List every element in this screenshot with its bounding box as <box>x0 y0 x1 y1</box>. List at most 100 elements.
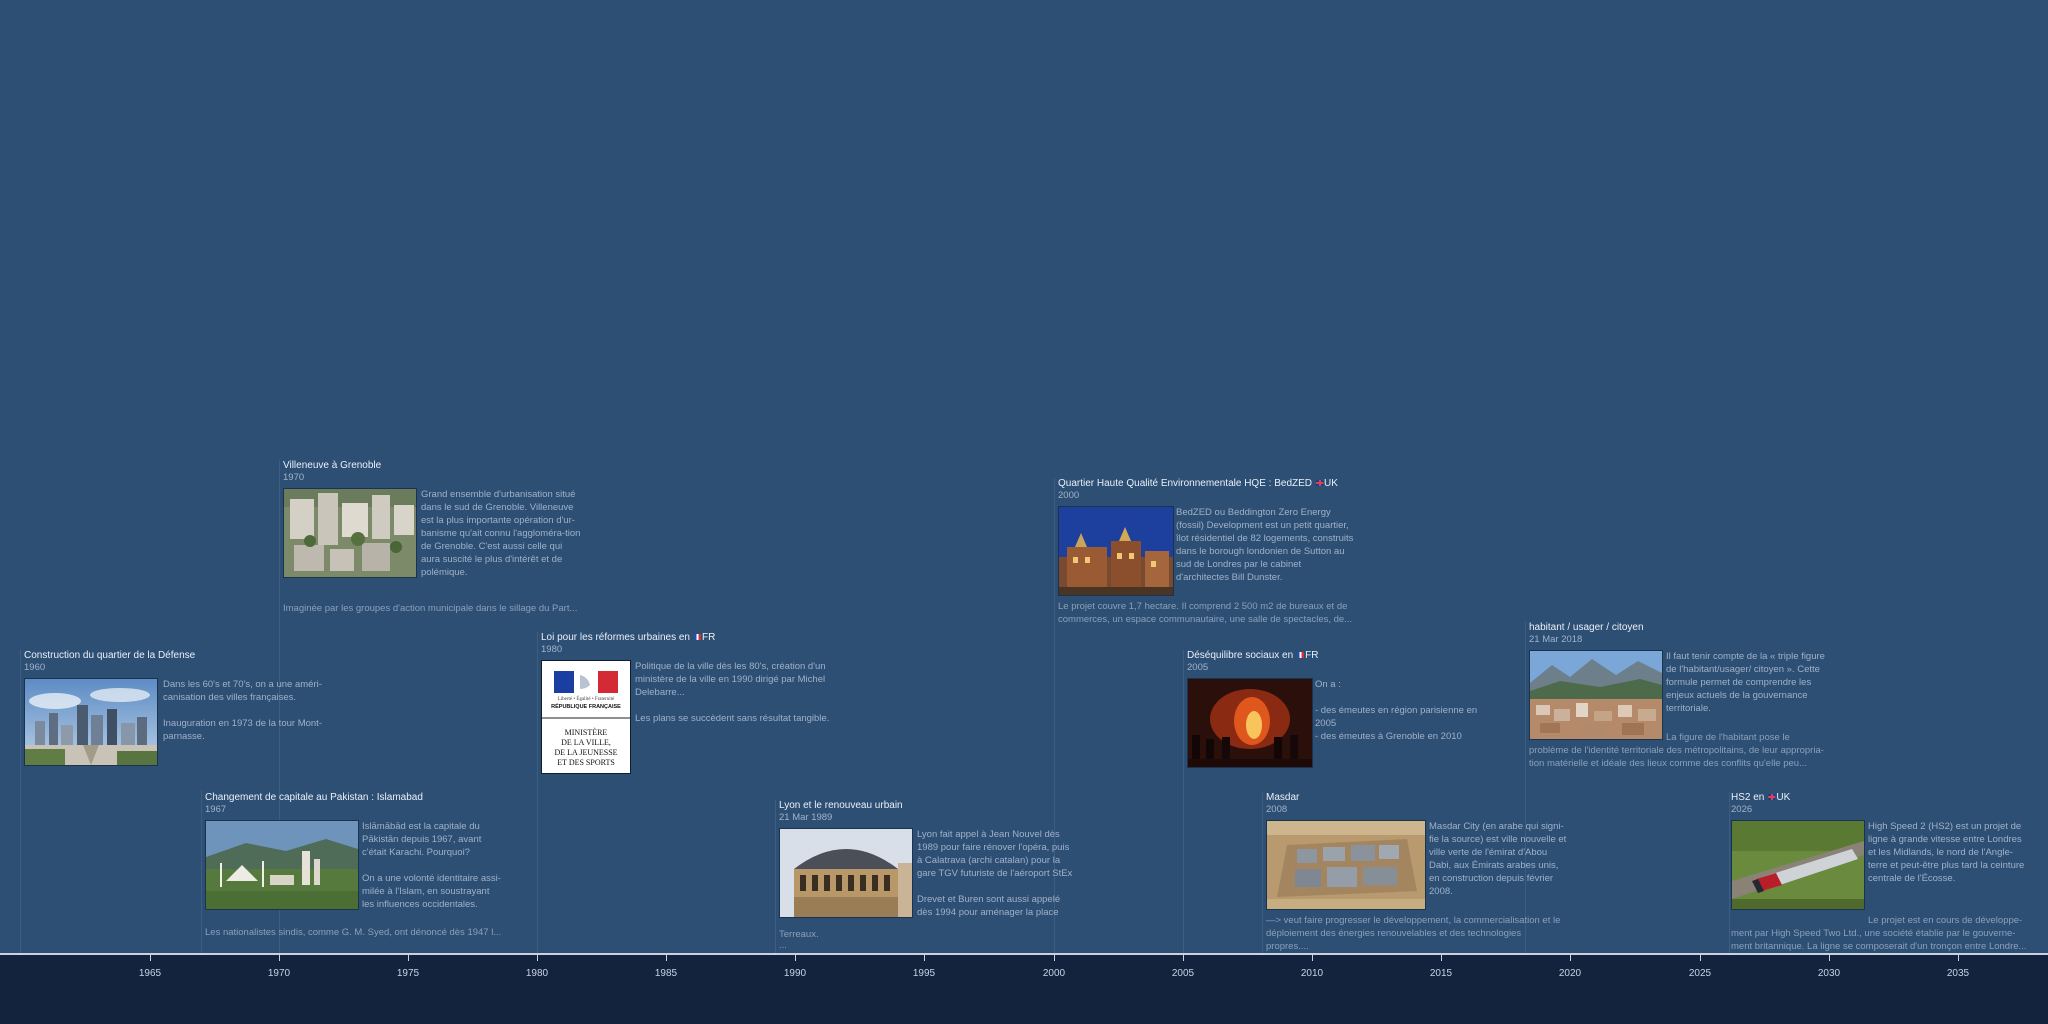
event-description: Islāmābād est la capitale du Pākistān de… <box>362 821 482 858</box>
logo-republic: RÉPUBLIQUE FRANÇAISE <box>551 702 621 710</box>
event-date: 1980 <box>541 644 563 655</box>
event-masdar[interactable]: Masdar 2008 Masdar City <box>1266 792 1567 952</box>
lyon-opera-image <box>779 828 913 918</box>
axis-tick-label: 2035 <box>1946 968 1970 979</box>
axis-tick <box>1183 955 1184 961</box>
marker-line <box>20 650 21 953</box>
event-title[interactable]: Masdar <box>1266 792 1300 803</box>
event-description: On a une volonté identitaire assi-milée … <box>362 873 501 910</box>
grenoble-panorama-image <box>1529 650 1663 740</box>
event-more-text: —> veut faire progresser le développemen… <box>1266 915 1561 952</box>
hs2-train-image <box>1731 820 1865 910</box>
axis-tick <box>1958 955 1959 961</box>
event-more-text: Imaginée par les groupes d'action munici… <box>283 603 578 614</box>
islamabad-mosque-image <box>205 820 359 910</box>
logo-line: MINISTÈRE <box>565 727 608 737</box>
marker-line <box>1525 622 1526 953</box>
axis-tick-label: 1975 <box>396 968 420 979</box>
axis-tick-label: 1985 <box>654 968 678 979</box>
marker-line <box>537 632 538 953</box>
logo-motto: Liberté • Égalité • Fraternité <box>558 696 615 702</box>
uk-flag-icon <box>1316 480 1324 486</box>
france-flag-icon <box>1297 652 1305 658</box>
defense-skyline-image <box>24 678 158 766</box>
bedzed-building-image <box>1058 506 1174 596</box>
masdar-city-image <box>1266 820 1426 910</box>
axis-tick-label: 1980 <box>525 968 549 979</box>
event-description: Lyon fait appel à Jean Nouvel dès 1989 p… <box>917 829 1073 879</box>
event-description: Grand ensemble d'urbanisation situé dans… <box>421 489 581 578</box>
event-date: 1967 <box>205 804 227 815</box>
event-date: 21 Mar 1989 <box>779 812 833 823</box>
axis-tick-label: 2030 <box>1817 968 1841 979</box>
event-title[interactable]: Quartier Haute Qualité Environnementale … <box>1058 478 1338 489</box>
axis-line <box>0 953 2048 955</box>
axis-tick-label: 1990 <box>783 968 807 979</box>
axis-tick <box>150 955 151 961</box>
event-description: Masdar City (en arabe qui signi-fie la s… <box>1429 821 1567 897</box>
marker-line <box>201 790 202 953</box>
event-more-text: Terreaux. <box>779 929 819 940</box>
marker-line <box>1262 792 1263 953</box>
event-description: Les plans se succèdent sans résultat tan… <box>635 713 830 724</box>
axis-tick <box>1054 955 1055 961</box>
uk-flag-icon <box>1768 794 1776 800</box>
axis-tick-label: 2010 <box>1300 968 1324 979</box>
event-title[interactable]: Changement de capitale au Pakistan : Isl… <box>205 792 423 803</box>
event-title[interactable]: Lyon et le renouveau urbain <box>779 800 903 811</box>
logo-line: ET DES SPORTS <box>557 758 615 767</box>
axis-tick-label: 1995 <box>912 968 936 979</box>
axis-tick <box>1312 955 1313 961</box>
marker-line <box>1729 792 1730 953</box>
event-description: Drevet et Buren sont aussi appelé dès 19… <box>917 894 1061 918</box>
event-date: 2000 <box>1058 490 1080 501</box>
france-flag-icon <box>693 634 701 640</box>
event-more-text: Les nationalistes sindis, comme G. M. Sy… <box>205 927 502 938</box>
event-lyon[interactable]: Lyon et le renouveau urbain 21 Mar 1989 <box>779 800 1079 951</box>
axis-tick <box>1700 955 1701 961</box>
event-description: High Speed 2 (HS2) est un projet de lign… <box>1868 821 2025 884</box>
event-title[interactable]: habitant / usager / citoyen <box>1529 622 1644 633</box>
event-date: 1960 <box>24 662 46 673</box>
event-islamabad[interactable]: Changement de capitale au Pakistan : Isl… <box>205 792 515 940</box>
axis-tick-label: 2000 <box>1042 968 1066 979</box>
time-axis[interactable]: 1965 1970 1975 1980 1985 1990 1995 2000 … <box>0 953 2048 1024</box>
axis-tick <box>1570 955 1571 961</box>
event-date: 21 Mar 2018 <box>1529 634 1583 645</box>
event-date: 2026 <box>1731 804 1753 815</box>
riots-fire-image <box>1187 678 1313 768</box>
villeneuve-aerial-image <box>283 488 417 578</box>
event-description: On a : <box>1315 679 1341 690</box>
event-villeneuve[interactable]: Villeneuve à Grenoble 1970 <box>283 460 593 618</box>
event-description: - des émeutes en région parisienne en 20… <box>1315 705 1478 729</box>
marker-line <box>279 460 280 953</box>
axis-tick <box>279 955 280 961</box>
axis-tick-label: 1965 <box>138 968 162 979</box>
event-bedzed[interactable]: Quartier Haute Qualité Environnementale … <box>1058 478 1368 636</box>
event-description: BedZED ou Beddington Zero Energy (fossil… <box>1176 507 1354 583</box>
event-title[interactable]: Villeneuve à Grenoble <box>283 460 382 471</box>
event-more-text: La figure de l'habitant pose le problème… <box>1529 732 1824 769</box>
event-description: Il faut tenir compte de la « triple figu… <box>1666 651 1825 714</box>
logo-line: DE LA VILLE, <box>561 738 611 747</box>
event-more-text: Le projet est en cours de développe-ment… <box>1731 915 2027 952</box>
event-date: 2008 <box>1266 804 1288 815</box>
event-description: - des émeutes à Grenoble en 2010 <box>1315 731 1462 742</box>
marker-line <box>1183 650 1184 953</box>
marker-line <box>775 800 776 953</box>
event-more-text: Le projet couvre 1,7 hectare. Il compren… <box>1058 601 1353 625</box>
event-defense[interactable]: Construction du quartier de la Défense 1… <box>24 650 324 788</box>
axis-tick <box>795 955 796 961</box>
axis-tick-label: 2015 <box>1429 968 1453 979</box>
event-habitant[interactable]: habitant / usager / citoyen 21 Mar 2018 <box>1529 622 1839 780</box>
axis-tick <box>666 955 667 961</box>
event-title[interactable]: Construction du quartier de la Défense <box>24 650 196 661</box>
event-description: Inauguration en 1973 de la tour Mont-par… <box>163 718 322 742</box>
